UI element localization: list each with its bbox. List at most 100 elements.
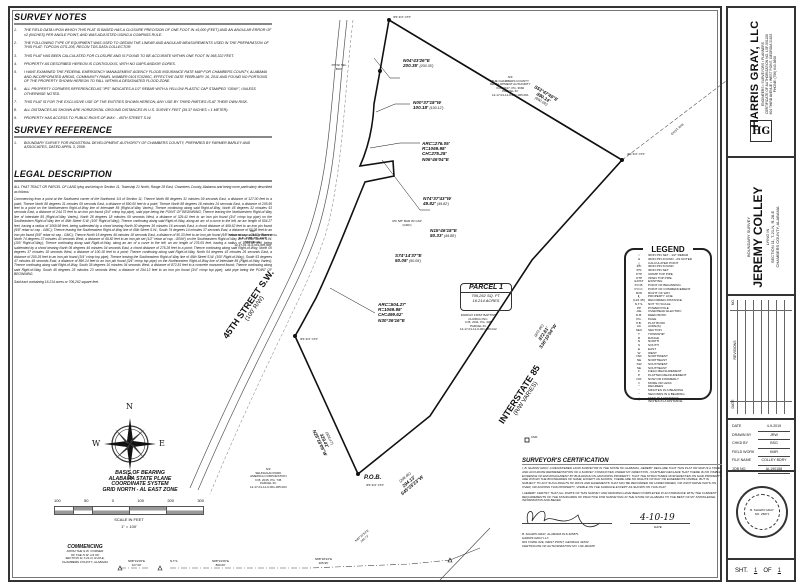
legend-description: NOW OR FORMERLY [648, 376, 679, 381]
adjoiner-line: N/F [507, 75, 513, 79]
note-item: 4. PROPERTY AS DESCRIBED HEREON IS CONTIG… [14, 62, 272, 67]
note-text: ALL DISTANCES AS SHOWN ARE HORIZONTAL GR… [24, 108, 229, 113]
curve-radius: R=1069.98' [422, 146, 446, 152]
note-item: 8. ALL DISTANCES AS SHOWN ARE HORIZONTAL … [14, 108, 272, 113]
adjoiner-line: PARCEL ID: [260, 481, 277, 486]
parcel-sqft: 706,262 SQ. FT. [471, 293, 501, 298]
legend-description: DEED BOOK [648, 313, 667, 317]
compass-s-label: S [127, 472, 133, 481]
signer-line: B. SHAWN GRAY, ALABAMA PLS #25871 [522, 532, 579, 537]
note-number: 8. [14, 108, 17, 113]
project-line: CHAMBERS COUNTY, ALABAMA [775, 206, 780, 268]
legend-description: IRON PIN SET [648, 268, 669, 272]
adjoiner-line: SEUNGGAN PARK [255, 470, 282, 475]
legend-symbol: P.B. [636, 320, 642, 325]
seg-distance: 890.00' [215, 562, 226, 567]
note-item: 9.PROPERTY HAS ACCESS TO PUBLIC RIGHT-OF… [14, 116, 272, 121]
commencing-line: OF THE N.W. 1/4 OF [70, 552, 100, 557]
seg-distance: 127.00' [131, 562, 142, 567]
legend-symbol: R/W [635, 290, 642, 295]
note-number: 9. [14, 116, 17, 121]
basis-line: ALABAMA STATE PLANE [108, 475, 172, 482]
legend-description: IRON PIN SET - 1/2" REBAR [648, 253, 689, 257]
legend-title: LEGEND [643, 245, 693, 254]
call-distance: 50.33' [430, 233, 443, 239]
reference-item: 1.BOUNDARY SURVEY FOR INDUSTRIAL DEVELOP… [14, 141, 272, 150]
seal-number: NO. 25871 [754, 512, 770, 516]
info-key: JOB NO. [732, 466, 747, 471]
note-number: 3. [14, 53, 17, 58]
legend-symbol: N.T.S. [634, 301, 644, 306]
note-text: THE FOLLOWING TYPE OF EQUIPMENT WAS USED… [24, 40, 269, 50]
seg-bearing: N88°18'24"E [315, 557, 333, 561]
legend-symbol: " [638, 399, 640, 404]
signature-area: 4-10-19 DATE [522, 505, 722, 533]
legend-description: FIELD MEASUREMENT [648, 369, 682, 374]
revisions-label: REVISIONS [733, 340, 737, 360]
legend-description: EAST [648, 346, 657, 351]
firm-info: HARRIS GRAY, LLC ENGINEERS • SURVEYORS •… [749, 9, 777, 139]
info-value: COLLEY BDRY [758, 457, 790, 466]
project-info: BOUNDARY SURVEY JEREMY COLLEY LYING IN S… [746, 172, 780, 302]
scale-graphic [54, 506, 204, 515]
compass-rose-icon [104, 418, 156, 470]
curve-arc: ARC=504.27' [378, 302, 406, 307]
legend-description: IRON PIN FOUND [648, 264, 674, 269]
commencing-line: FROM THE S.W. CORNER [66, 549, 104, 553]
call-curve2: ARC=504.27' R=1069.98' CH=499.62' N30°36… [378, 302, 406, 323]
note-text: THE FIELD DATA UPON WHICH THIS PLAT IS B… [24, 28, 272, 37]
info-value: 4-9-2019 [758, 423, 790, 432]
legend-description: POINT OF BEGINNING [648, 283, 681, 287]
signature-line [522, 523, 612, 525]
legend-row: (123.45')RECORDED DISTANCE [630, 298, 706, 303]
call-n00: N00°37'18"W 100.18' (100.12') [413, 100, 444, 111]
scale-ratio: 1" = 100' [121, 524, 137, 529]
adjoiner-line: THE CHAMBERS COUNTY [491, 78, 529, 83]
adjoiner-line: 12-17-01-11-0-001-005.001 [491, 92, 529, 97]
note-number: 4. [14, 61, 17, 66]
compass-w-label: W [92, 439, 101, 448]
commencing-note: COMMENCING FROM THE S.W. CORNER OF THE N… [50, 544, 120, 564]
signature-date: 4-10-19 [640, 513, 675, 524]
legend-symbol: IPF [636, 264, 642, 269]
legend-row: D.B.DEED BOOK [630, 313, 706, 318]
basis-line: BASIS OF BEARING [115, 470, 165, 476]
revisions-grid [730, 300, 792, 414]
note-text: THIS PLAT IS FOR THE EXCLUSIVE USE OF TH… [24, 100, 248, 105]
legend-symbol: R [637, 335, 641, 340]
legend-row: P.O.C.POINT OF COMMENCEMENT [630, 287, 706, 292]
firm-logo-icon: HG [750, 120, 772, 142]
call-n74: N74°37'43"W 49.82' (49.82') [423, 196, 451, 207]
legend-description: POWER POLE [648, 305, 669, 310]
survey-notes-list: 1.THE FIELD DATA UPON WHICH THIS PLAT IS… [14, 28, 272, 121]
signature-icon [526, 511, 601, 528]
legend-row: ●IRON PIN FOUND - AS NOTED [630, 257, 706, 262]
adjoiner-line: 12-17-01-11-0-001-005.003 [250, 484, 287, 489]
scale-tick: 200 [167, 498, 174, 503]
signer-info: B. SHAWN GRAY, ALABAMA PLS #25871 HARRIS… [522, 532, 722, 548]
firm-block: HG HARRIS GRAY, LLC ENGINEERS • SURVEYOR… [728, 8, 794, 158]
info-key: CHKD BY [732, 441, 748, 445]
note-item: 1.THE FIELD DATA UPON WHICH THIS PLAT IS… [14, 28, 272, 37]
adjoiner-line: 12-17-01-11-0-001-005.012 [460, 327, 497, 332]
curve-radius: R=1069.98' [378, 307, 402, 313]
project-block: BOUNDARY SURVEY JEREMY COLLEY LYING IN S… [728, 158, 794, 296]
legend-description: RANGE [648, 335, 660, 340]
note-item: 5.I HAVE EXAMINED THE FEDERAL EMERGENCY … [14, 70, 272, 84]
note-text: PROPERTY AS DESCRIBED HEREON IS CONTIGUO… [24, 61, 176, 66]
legend-symbol: (123.45') [632, 298, 646, 302]
legend: LEGEND ○IRON PIN SET - 1/2" REBAR●IRON P… [624, 245, 712, 403]
legend-description: NORTHWEST [648, 354, 668, 359]
survey-notes-title: SURVEY NOTES [14, 12, 272, 25]
legend-row: "SECONDS IN A BEARING [630, 392, 706, 397]
adjoiner-line: N/F [265, 467, 271, 471]
firm-line: PHONE: (706) 643-9808 [773, 55, 777, 93]
